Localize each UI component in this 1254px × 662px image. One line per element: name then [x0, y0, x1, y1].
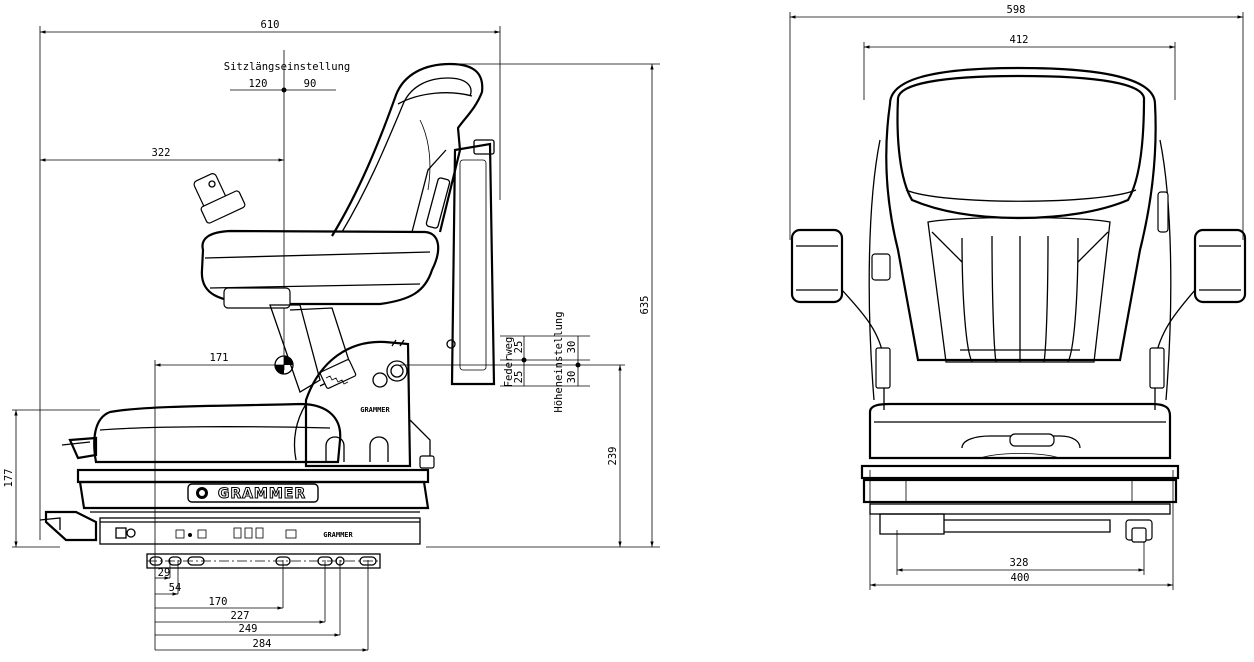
bracket-brand: GRAMMER	[360, 406, 390, 414]
dim-hole-54: 54	[169, 582, 182, 594]
dim-federweg-up: 25	[513, 341, 525, 354]
mounting-holes: 29 54 170 227 249 284	[146, 553, 381, 652]
side-view: 610 Sitzlängseinstellung 120 90 322 171 …	[3, 19, 660, 652]
dim-hoehe-label: Höheneinstellung	[553, 311, 565, 412]
dim-height-base: 239	[607, 447, 619, 466]
dim-hole-284: 284	[253, 638, 272, 650]
right-armrest	[1193, 228, 1247, 304]
dim-hole-170: 170	[209, 596, 228, 608]
front-view: 598 412 328 400	[789, 4, 1247, 590]
dim-federweg-down: 25	[513, 371, 525, 384]
brand-plate-text: GRAMMER	[218, 486, 306, 502]
dim-hole-249: 249	[239, 623, 258, 635]
dim-sitz-fwd: 90	[304, 78, 317, 90]
dim-backrest-width: 412	[1010, 34, 1029, 46]
dim-hole-29: 29	[158, 567, 171, 579]
brand-plate	[187, 483, 319, 503]
dim-federweg-label: Federweg	[503, 337, 515, 388]
slot-hole	[187, 556, 205, 566]
dim-mount-width: 328	[1010, 557, 1029, 569]
slot-hole	[149, 556, 163, 566]
dim-sitz-back: 120	[249, 78, 268, 90]
dim-overall-length: 610	[261, 19, 280, 31]
seat-front-drawing	[790, 66, 1247, 543]
dim-sitz-label: Sitzlängseinstellung	[224, 61, 350, 73]
dim-seat-ref: 322	[152, 147, 171, 159]
seat-side-drawing: GRAMMER GRAMMER GR	[39, 62, 496, 545]
dim-hoehe-down: 30	[566, 371, 578, 384]
dim-height-cushion: 177	[3, 469, 15, 488]
dim-height-total: 635	[639, 296, 651, 315]
slot-hole	[168, 556, 182, 566]
dim-hip-point: 171	[210, 352, 229, 364]
control-panel	[425, 177, 451, 229]
dim-base-width: 400	[1011, 572, 1030, 584]
rail-brand: GRAMMER	[323, 531, 353, 539]
dim-hole-227: 227	[231, 610, 250, 622]
dim-hoehe-up: 30	[566, 341, 578, 354]
left-armrest	[790, 228, 844, 304]
dim-overall-width: 598	[1007, 4, 1026, 16]
